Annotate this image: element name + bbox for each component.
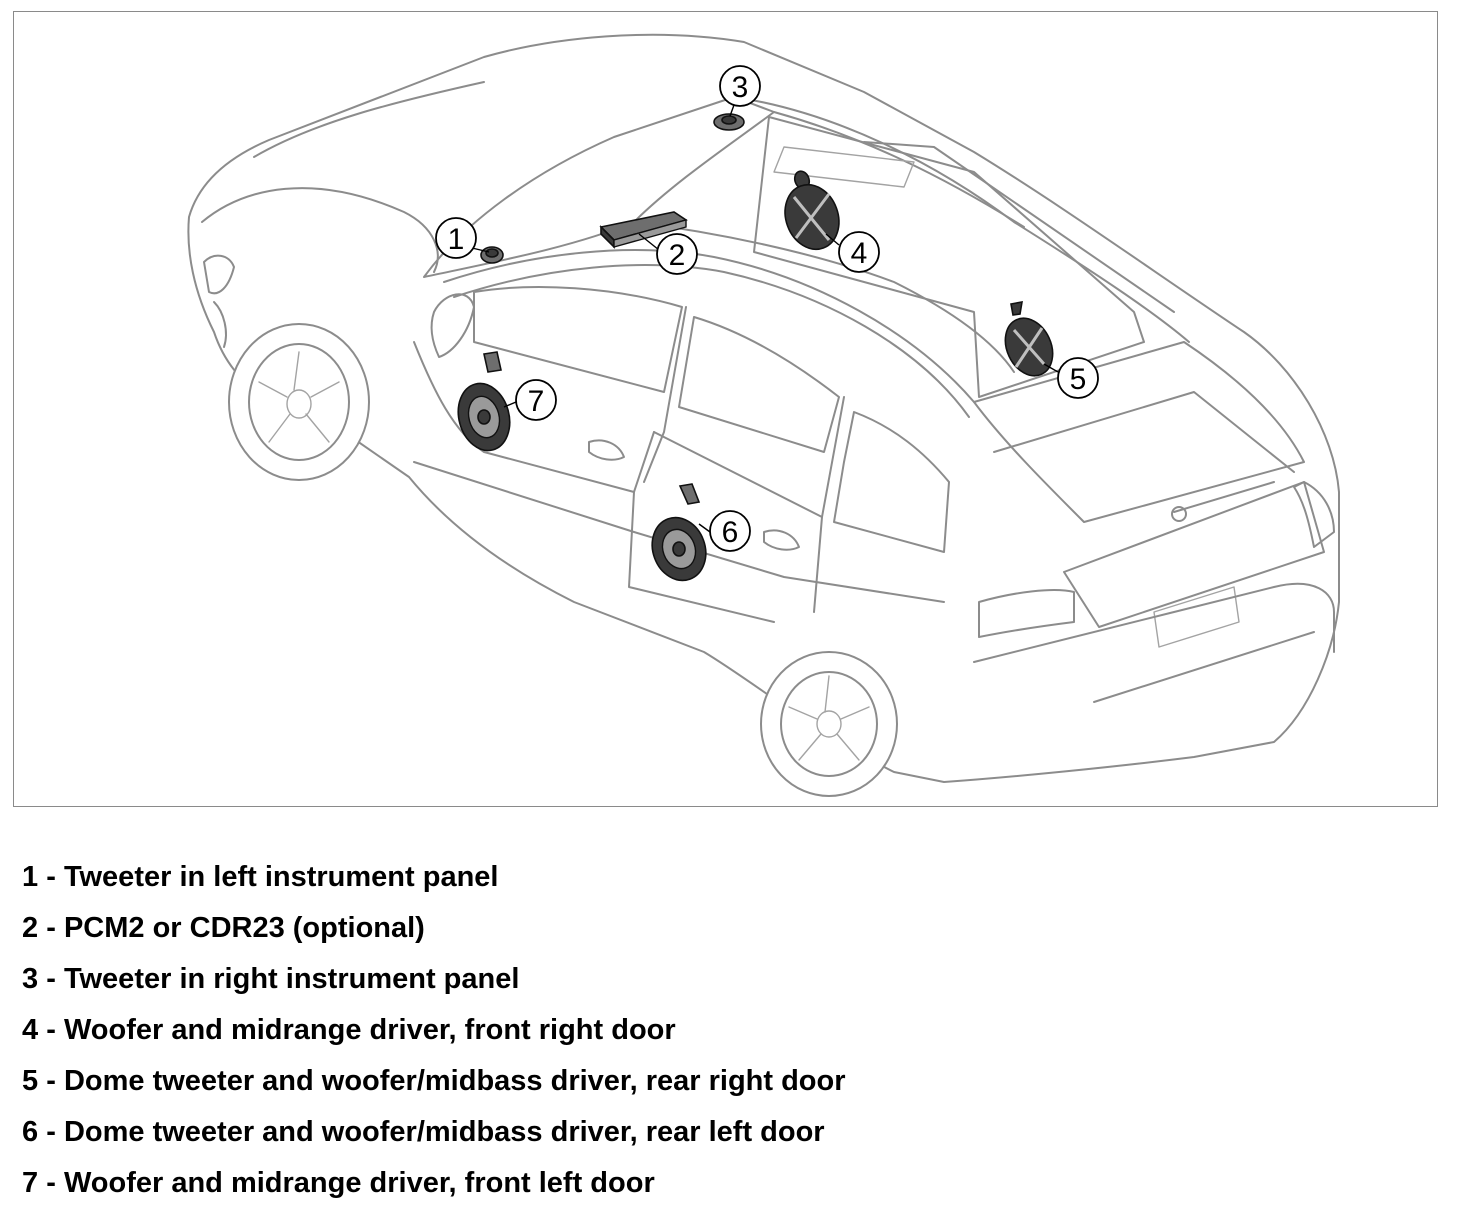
legend-item-number: 3 xyxy=(22,963,39,995)
legend-item-text: Woofer and midrange driver, front right … xyxy=(63,1014,676,1046)
woofer-front-left-part xyxy=(457,351,511,452)
legend-item-text: Dome tweeter and woofer/midbass driver, … xyxy=(63,1065,846,1097)
tweeter-right-panel-part xyxy=(713,113,745,131)
legend-item-separator: - xyxy=(46,1014,56,1046)
callout-1-label: 1 xyxy=(448,223,465,256)
rear-wheel xyxy=(760,651,898,797)
legend-item-separator: - xyxy=(46,1167,56,1199)
tweeter-left-panel-part xyxy=(480,246,504,264)
legend-item-text: Tweeter in left instrument panel xyxy=(63,861,499,893)
callout-3-label: 3 xyxy=(732,71,749,104)
woofer-rear-right-part xyxy=(1004,301,1054,377)
legend-item-number: 4 xyxy=(22,1014,39,1046)
legend-item-number: 2 xyxy=(22,912,39,944)
callout-5: 5 xyxy=(1043,357,1099,399)
legend-item: 6 - Dome tweeter and woofer/midbass driv… xyxy=(22,1107,846,1158)
legend-item-number: 7 xyxy=(22,1167,39,1199)
legend-item: 2 - PCM2 or CDR23 (optional) xyxy=(22,903,846,954)
callout-4: 4 xyxy=(825,231,880,273)
legend-item-separator: - xyxy=(46,861,56,893)
legend-item: 7 - Woofer and midrange driver, front le… xyxy=(22,1158,846,1209)
vehicle-line-drawing: 1 2 3 4 5 6 7 xyxy=(187,33,1340,797)
legend-item-separator: - xyxy=(46,963,56,995)
callout-1: 1 xyxy=(435,217,490,259)
parts-legend: 1 - Tweeter in left instrument panel 2 -… xyxy=(22,852,846,1209)
legend-item: 4 - Woofer and midrange driver, front ri… xyxy=(22,1005,846,1056)
callout-6: 6 xyxy=(698,510,751,552)
front-wheel xyxy=(228,323,370,481)
legend-item: 1 - Tweeter in left instrument panel xyxy=(22,852,846,903)
legend-item-text: PCM2 or CDR23 (optional) xyxy=(63,912,425,944)
legend-item-text: Woofer and midrange driver, front left d… xyxy=(63,1167,655,1199)
radio-unit-part xyxy=(599,211,688,249)
legend-item-number: 6 xyxy=(22,1116,39,1148)
vehicle-diagram-frame: 1 2 3 4 5 6 7 xyxy=(13,11,1438,807)
callout-7: 7 xyxy=(503,379,557,421)
legend-item-number: 1 xyxy=(22,861,39,893)
legend-item-number: 5 xyxy=(22,1065,39,1097)
car-body xyxy=(187,33,1340,783)
woofer-rear-left-part xyxy=(651,483,707,582)
callout-2-label: 2 xyxy=(669,239,686,272)
legend-item-text: Dome tweeter and woofer/midbass driver, … xyxy=(63,1116,825,1148)
callout-5-label: 5 xyxy=(1070,363,1087,396)
callout-4-label: 4 xyxy=(851,237,868,270)
callout-6-label: 6 xyxy=(722,516,739,549)
legend-item-text: Tweeter in right instrument panel xyxy=(63,963,520,995)
legend-item-separator: - xyxy=(46,1116,56,1148)
legend-item: 3 - Tweeter in right instrument panel xyxy=(22,954,846,1005)
callout-7-label: 7 xyxy=(528,385,545,418)
legend-item-separator: - xyxy=(46,1065,56,1097)
callout-3: 3 xyxy=(719,65,761,117)
legend-item: 5 - Dome tweeter and woofer/midbass driv… xyxy=(22,1056,846,1107)
woofer-front-right-part xyxy=(784,170,840,251)
legend-item-separator: - xyxy=(46,912,56,944)
callout-2: 2 xyxy=(638,233,698,275)
